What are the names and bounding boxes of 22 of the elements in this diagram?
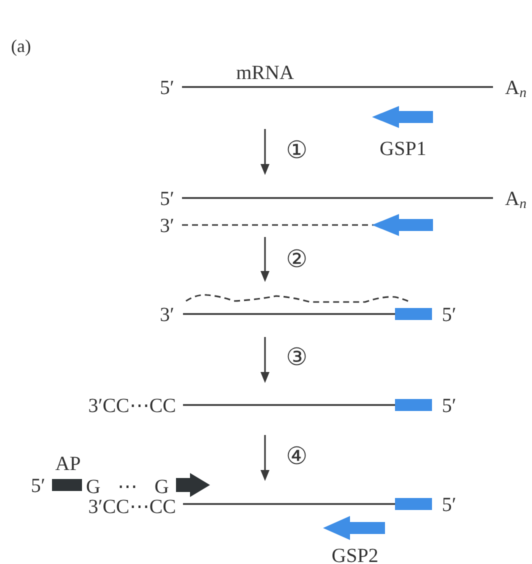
end-label: 5′ [160, 189, 174, 209]
primer-label: GSP1 [380, 139, 426, 159]
end-label: 5′ [442, 495, 456, 515]
end-label: 5′ [442, 396, 456, 416]
step-number: ① [286, 139, 308, 163]
end-label: 5′ [160, 78, 174, 98]
tail-label: A$_{n}$ [505, 189, 526, 209]
primer-label: GSP2 [332, 546, 378, 564]
step-number: ② [286, 248, 308, 272]
tail-label: G ⋯ G [86, 477, 169, 497]
primer-label: AP [55, 454, 81, 474]
step-number: ④ [286, 445, 308, 469]
tail-label: 3′CC⋯CC [88, 497, 176, 517]
end-label: 5′ [30, 476, 46, 496]
tail-label: 3′CC⋯CC [88, 396, 176, 416]
step-number: ③ [286, 346, 308, 370]
strand-label: mRNA [236, 63, 294, 83]
panel-label: (a) [11, 37, 31, 55]
tail-label: A$_{n}$ [505, 78, 526, 98]
end-label: 3′ [160, 216, 174, 236]
end-label: 3′ [160, 305, 174, 325]
end-label: 5′ [442, 305, 456, 325]
